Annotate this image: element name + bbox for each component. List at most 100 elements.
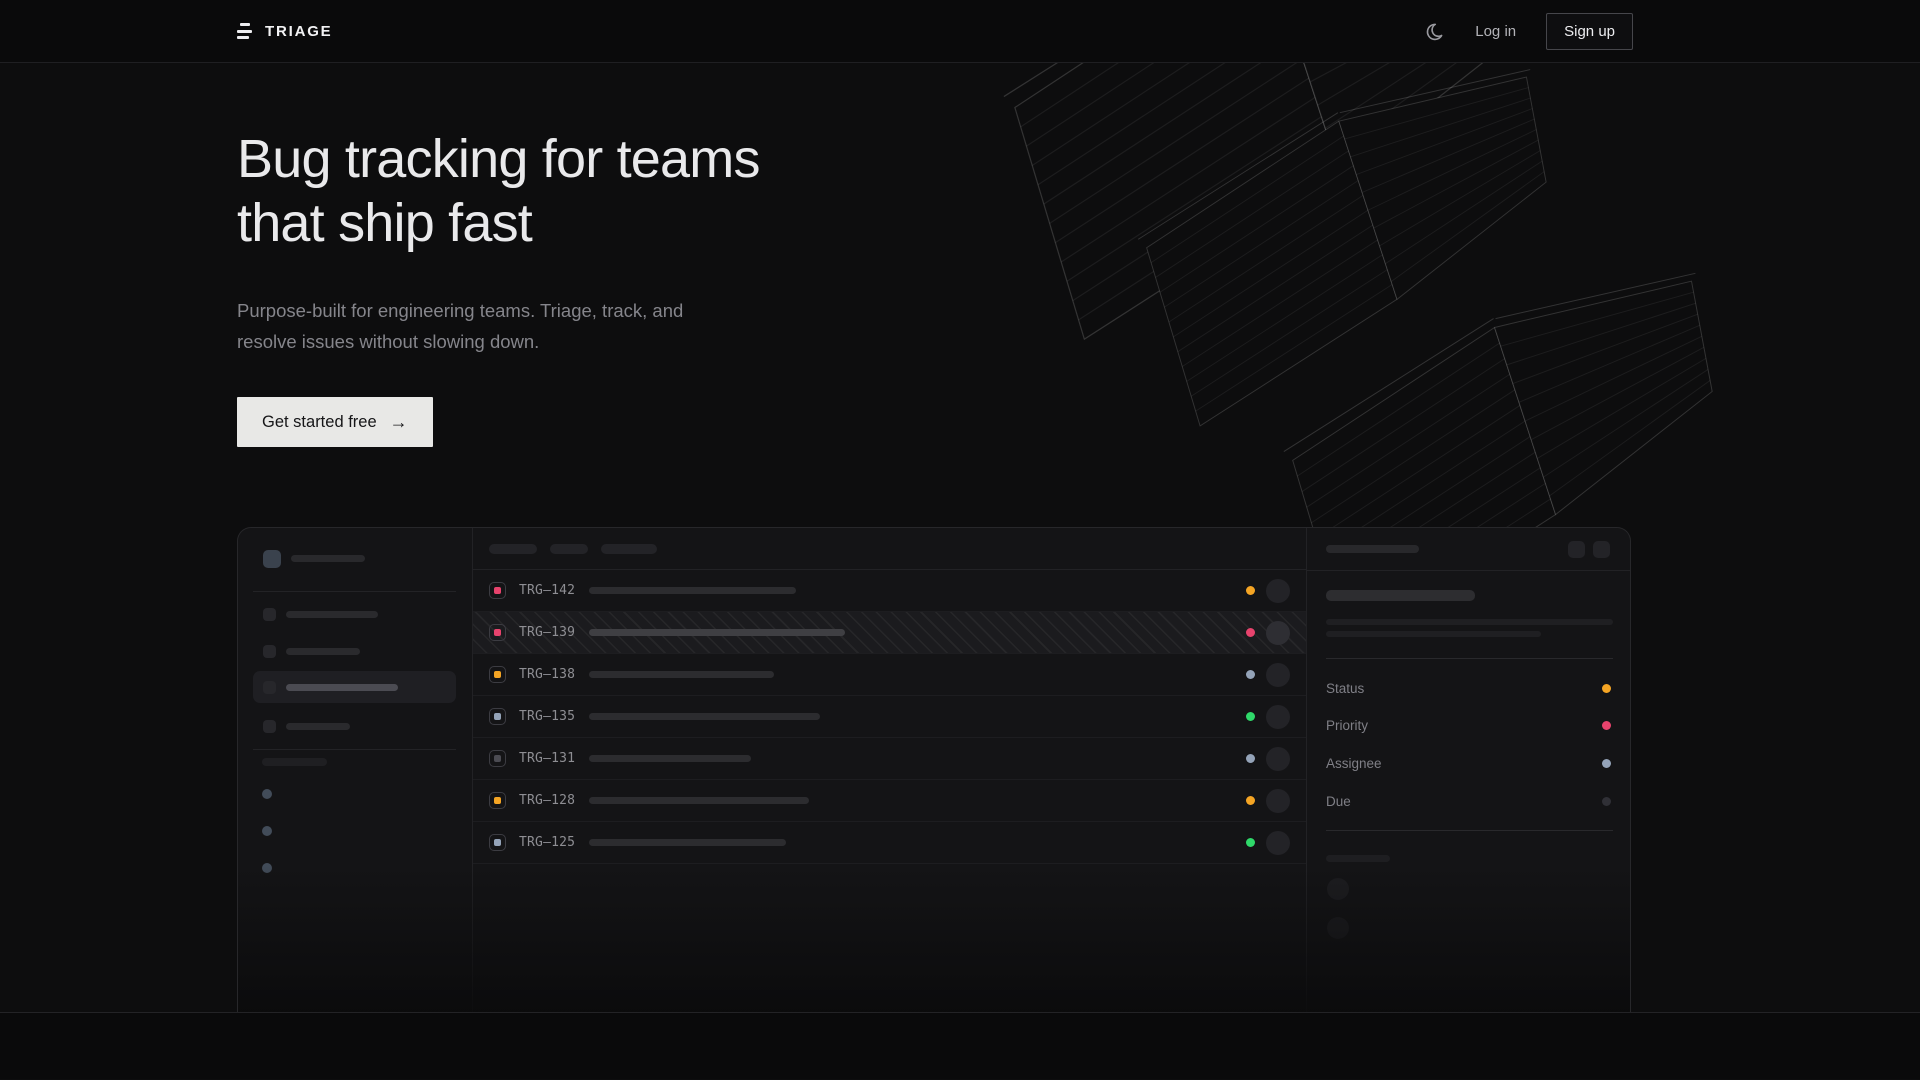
field-value-dot — [1602, 720, 1611, 730]
issue-row: TRG–135 — [473, 696, 1306, 738]
sidebar-item-icon — [263, 608, 276, 621]
cta-label: Get started free — [262, 412, 377, 431]
hero-heading: Bug tracking for teams that ship fast — [237, 127, 760, 255]
issue-detail-panel: Status Priority Assignee Due — [1307, 528, 1630, 1012]
issue-row: TRG–125 — [473, 822, 1306, 864]
detail-text-skeleton — [1326, 631, 1541, 637]
assignee-avatar — [1266, 746, 1290, 771]
filter-pill-skeleton — [489, 543, 537, 554]
status-dot — [1246, 628, 1255, 637]
comment-avatar-skeleton — [1327, 917, 1349, 939]
status-dot — [1246, 586, 1255, 595]
issue-title-skeleton — [589, 755, 751, 762]
panel-action-button — [1568, 541, 1585, 558]
next-section — [0, 1013, 1920, 1079]
assignee-avatar — [1266, 788, 1290, 813]
divider — [1307, 570, 1630, 571]
detail-field: Due — [1326, 791, 1611, 811]
issue-id: TRG–138 — [519, 667, 576, 682]
signup-button[interactable]: Sign up — [1546, 12, 1633, 50]
issue-type-icon — [489, 624, 506, 641]
issue-type-icon — [489, 792, 506, 809]
panel-action-button — [1593, 541, 1610, 558]
issue-id: TRG–131 — [519, 751, 576, 766]
issue-id: TRG–125 — [519, 835, 576, 850]
hero-heading-line2: that ship fast — [237, 193, 533, 253]
mockup-sidebar — [238, 528, 473, 1012]
detail-header-skeleton — [1326, 545, 1419, 553]
issue-id: TRG–139 — [519, 625, 576, 640]
login-link[interactable]: Log in — [1475, 22, 1517, 40]
workspace-name-skeleton — [291, 555, 365, 562]
arrow-right-icon: → — [389, 412, 408, 432]
divider — [253, 591, 456, 592]
divider — [1326, 830, 1613, 831]
issue-type-icon — [489, 834, 506, 851]
triage-logo-icon — [237, 23, 252, 39]
divider — [253, 749, 456, 750]
label-dot — [262, 863, 272, 873]
issue-id: TRG–128 — [519, 793, 576, 808]
detail-field: Status — [1326, 678, 1611, 698]
issue-type-icon — [489, 582, 506, 599]
issue-row: TRG–138 — [473, 654, 1306, 696]
filter-pill-skeleton — [550, 543, 588, 554]
issue-title-skeleton — [589, 671, 774, 678]
sidebar-item-skeleton — [286, 648, 360, 655]
moon-icon — [1426, 23, 1443, 40]
issue-title-skeleton — [589, 629, 845, 636]
detail-field: Priority — [1326, 715, 1611, 735]
status-dot — [1246, 796, 1255, 805]
status-dot — [1246, 754, 1255, 763]
comment-avatar-skeleton — [1327, 878, 1349, 900]
status-dot — [1246, 670, 1255, 679]
issue-title-skeleton — [589, 797, 809, 804]
label-dot — [262, 826, 272, 836]
issue-row: TRG–128 — [473, 780, 1306, 822]
sidebar-item-icon — [263, 681, 276, 694]
issue-row: TRG–131 — [473, 738, 1306, 780]
issue-type-icon — [489, 750, 506, 767]
assignee-avatar — [1266, 830, 1290, 855]
detail-text-skeleton — [1326, 619, 1613, 625]
issue-title-skeleton — [589, 713, 820, 720]
issue-row: TRG–139 — [473, 612, 1306, 654]
top-nav: TRIAGE Log in Sign up — [0, 0, 1920, 63]
app-mockup: TRG–142 TRG–139 TRG–138 — [237, 527, 1631, 1012]
detail-title-skeleton — [1326, 590, 1475, 601]
sidebar-item-skeleton — [286, 723, 350, 730]
get-started-button[interactable]: Get started free → — [237, 397, 433, 447]
sidebar-item-skeleton — [286, 684, 398, 691]
label-dot — [262, 789, 272, 799]
brand-name: TRIAGE — [265, 22, 333, 40]
hero-section: Bug tracking for teams that ship fast Pu… — [0, 63, 1920, 1013]
issue-id: TRG–135 — [519, 709, 576, 724]
sidebar-item-skeleton — [286, 611, 378, 618]
list-header — [473, 528, 1306, 570]
issue-title-skeleton — [589, 839, 786, 846]
issue-title-skeleton — [589, 587, 796, 594]
status-dot — [1246, 712, 1255, 721]
issue-id: TRG–142 — [519, 583, 576, 598]
issue-type-icon — [489, 666, 506, 683]
status-dot — [1246, 838, 1255, 847]
sidebar-item-icon — [263, 720, 276, 733]
issue-list: TRG–142 TRG–139 TRG–138 — [473, 528, 1307, 1012]
assignee-avatar — [1266, 620, 1290, 645]
hero-subheading: Purpose-built for engineering teams. Tri… — [237, 300, 684, 352]
comments-label-skeleton — [1326, 855, 1390, 862]
detail-field: Assignee — [1326, 753, 1611, 773]
field-value-dot — [1602, 758, 1611, 768]
brand-logo[interactable]: TRIAGE — [237, 23, 332, 40]
hero-heading-line1: Bug tracking for teams — [237, 129, 760, 189]
workspace-avatar-skeleton — [263, 550, 281, 568]
assignee-avatar — [1266, 704, 1290, 729]
issue-row: TRG–142 — [473, 570, 1306, 612]
field-value-dot — [1602, 683, 1611, 693]
section-label-skeleton — [262, 758, 327, 766]
assignee-avatar — [1266, 578, 1290, 603]
theme-toggle-button[interactable] — [1423, 20, 1445, 42]
wireframe-decoration — [1003, 63, 1713, 649]
field-value-dot — [1602, 796, 1611, 806]
assignee-avatar — [1266, 662, 1290, 687]
